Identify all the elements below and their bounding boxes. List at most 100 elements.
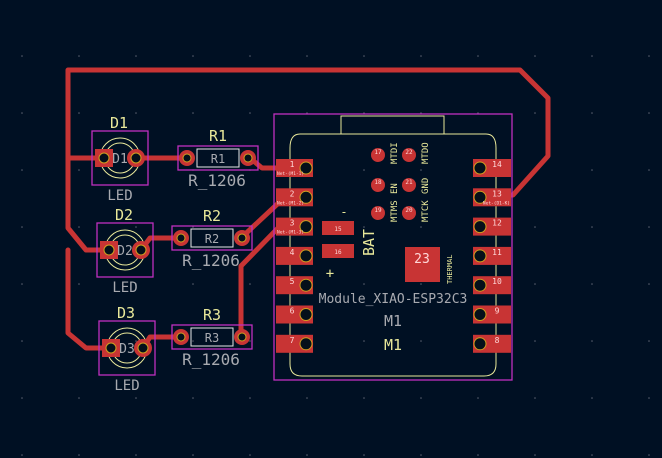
drill-hole xyxy=(135,244,147,256)
pad-6[interactable]: 6 xyxy=(276,305,313,324)
drill-hole xyxy=(176,332,186,342)
resistor-fab-ref: R3 xyxy=(205,331,219,345)
pad-19[interactable]: 19 MTMS xyxy=(371,200,400,222)
jtag-label: MTMS xyxy=(390,200,400,222)
bat-label: BAT xyxy=(360,229,378,256)
jtag-label: GND xyxy=(421,178,431,194)
drill-hole xyxy=(103,244,115,256)
drill-hole xyxy=(299,308,313,321)
bat-plus-label: + xyxy=(326,266,334,282)
pad-number: 5 xyxy=(290,277,295,286)
pad-10[interactable]: 10 xyxy=(473,276,511,295)
bat-minus-label: - xyxy=(340,205,347,219)
led-courtyard xyxy=(98,320,156,376)
module-courtyard xyxy=(273,113,513,381)
resistor-value: R_1206 xyxy=(182,350,240,369)
drill-hole xyxy=(105,342,117,354)
pad-number: 12 xyxy=(492,219,502,228)
pad-8[interactable]: 8 xyxy=(473,334,511,353)
pad-number: 1 xyxy=(290,160,295,169)
resistor-courtyard xyxy=(171,324,253,350)
pad-number: 6 xyxy=(290,307,295,316)
led-ref: D1 xyxy=(110,114,128,132)
drill-hole xyxy=(299,161,313,175)
pad-number: 22 xyxy=(405,149,413,156)
drill-hole xyxy=(299,249,313,263)
module-m1[interactable]: 1Net-(M1-1)142Net-(M1-2)13Net-(D1-K)3Net… xyxy=(273,113,513,381)
pad-number: 14 xyxy=(492,160,502,169)
resistor-value: R_1206 xyxy=(188,171,246,190)
pad-20[interactable]: 20 MTCK xyxy=(402,200,431,222)
pad-11[interactable]: 11 xyxy=(473,246,511,265)
resistor-courtyard xyxy=(177,145,259,171)
trace-gnd-loop[interactable] xyxy=(65,67,551,198)
trace-d3-cathode[interactable] xyxy=(65,247,113,351)
pad-15[interactable] xyxy=(322,221,354,235)
pad-9[interactable]: 9 xyxy=(473,305,511,324)
drill-hole xyxy=(176,233,186,243)
pad-net-name: Net-(M1-2) xyxy=(277,200,304,206)
led-value: LED xyxy=(114,378,139,394)
jtag-label: EN xyxy=(390,183,400,194)
led-fab-ref: D3 xyxy=(119,342,135,357)
resistor-body xyxy=(190,228,234,248)
resistor-ref: R2 xyxy=(203,207,221,225)
drill-hole xyxy=(237,332,247,342)
led-ref: D3 xyxy=(117,304,135,322)
drill-hole xyxy=(299,220,313,234)
pad-14[interactable]: 14 xyxy=(473,159,511,177)
resistor-body xyxy=(196,148,240,168)
pad-5[interactable]: 5 xyxy=(276,276,313,295)
pad-12[interactable]: 12 xyxy=(473,217,511,236)
pad-number: 11 xyxy=(492,248,502,257)
drill-hole xyxy=(130,152,142,164)
resistor-ref: R1 xyxy=(209,127,227,145)
pad-number: 20 xyxy=(405,207,413,214)
resistor-value: R_1206 xyxy=(182,251,240,270)
pad-4[interactable]: 4 xyxy=(276,246,313,265)
pad-7[interactable]: 7 xyxy=(276,334,313,353)
pad-16[interactable] xyxy=(322,244,354,258)
led-value: LED xyxy=(112,280,137,296)
pad-number: 2 xyxy=(290,189,295,198)
pad-number: 9 xyxy=(495,307,500,316)
pad-number: 19 xyxy=(374,207,382,214)
trace-d2-cathode[interactable] xyxy=(65,155,113,253)
jtag-label: MTCK xyxy=(421,200,431,222)
pad-net-name: Net-(M1-1) xyxy=(277,171,304,177)
resistor-ref: R3 xyxy=(203,306,221,324)
pad-number: 10 xyxy=(492,277,502,286)
pad-23-label: 23 xyxy=(414,252,430,267)
pad-number: 13 xyxy=(492,189,502,198)
pad-23-thermal[interactable] xyxy=(405,247,440,282)
led-value: LED xyxy=(107,188,132,204)
pad-number: 17 xyxy=(374,149,382,156)
drill-hole xyxy=(473,337,487,351)
drill-hole xyxy=(237,233,247,243)
pad-number: 4 xyxy=(290,248,295,257)
pad-number: 7 xyxy=(290,336,295,345)
led-fab-ref: D2 xyxy=(117,244,133,259)
drill-hole xyxy=(98,152,110,164)
resistor-fab-ref: R2 xyxy=(205,232,219,246)
drill-hole xyxy=(299,278,313,292)
module-ref-fab: M1 xyxy=(384,312,402,330)
module-ref: M1 xyxy=(384,336,402,354)
drill-hole xyxy=(473,190,487,204)
pad-net-name: Net-(D1-K) xyxy=(483,200,510,206)
